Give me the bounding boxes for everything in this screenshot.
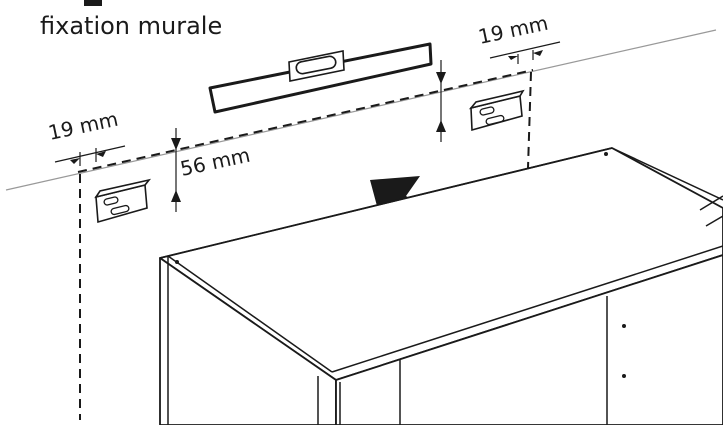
level-dashed-line [77, 69, 534, 173]
spirit-level-icon [208, 42, 433, 114]
dimension-label-top-right: 19 mm [476, 11, 550, 49]
cabinet-icon [159, 147, 723, 425]
dimension-top-right: 19 mm [476, 11, 561, 64]
wall-bracket-icon [468, 89, 525, 132]
cropped-title-fragment [84, 0, 102, 6]
dimension-height-left: 56 mm [171, 128, 252, 212]
title-block: fixation murale [40, 0, 222, 40]
dimension-height-right [436, 60, 446, 142]
page-subtitle: fixation murale [40, 12, 222, 40]
wall-line [5, 29, 717, 191]
right-vertical-guide [527, 71, 532, 169]
wall-bracket-icon [94, 178, 152, 224]
dimension-label-top-left: 19 mm [46, 107, 120, 145]
dimension-top-left: 19 mm [46, 107, 126, 166]
